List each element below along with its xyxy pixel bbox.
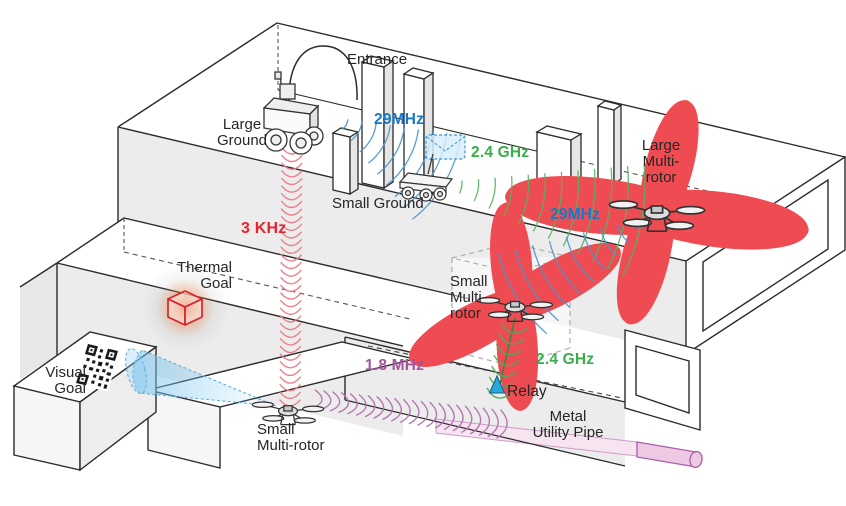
freq-24ghz-top-label: 2.4 GHz (471, 144, 530, 161)
pillar (596, 100, 623, 186)
qr-code (73, 341, 121, 392)
small-multirotor-mid-label: Small Multi- rotor (450, 273, 488, 322)
relay-label: Relay (507, 383, 547, 400)
small-ground-label: Small Ground (332, 195, 424, 212)
relay-marker (488, 374, 506, 394)
message-envelope-icon (425, 134, 466, 160)
freq-29mhz-drone-label: 29MHz (550, 206, 601, 223)
wave-29mhz-drone (498, 219, 641, 335)
entrance-label: Entrance (347, 51, 408, 68)
wall-slab-a (360, 55, 395, 190)
thermal-goal-marker (141, 264, 229, 352)
metal-utility-pipe-label: Metal Utility Pipe (532, 408, 604, 441)
camera-view-cone (125, 348, 277, 407)
large-multirotor-label: Large Multi- rotor (641, 137, 681, 186)
small-multirotor-bottom-label: Small Multi-rotor (257, 421, 325, 454)
freq-29mhz-top-label: 29MHz (374, 111, 425, 128)
visual-goal-label: Visual Goal (45, 364, 86, 397)
thermal-goal-label: Thermal Goal (176, 259, 232, 292)
freq-18mhz-label: 1.8 MHz (365, 357, 425, 374)
entrance-arch (288, 45, 358, 109)
large-ground-robot (262, 71, 324, 155)
freq-3khz-label: 3 KHz (241, 220, 287, 237)
large-ground-label: Large Ground (216, 116, 268, 149)
metal-utility-pipe (636, 441, 703, 469)
wall-slab-small (331, 127, 360, 196)
small-ground-robot (398, 153, 454, 202)
wave-24ghz-top (458, 164, 646, 277)
freq-24ghz-relay-label: 2.4 GHz (536, 351, 595, 368)
relay-link-line (498, 317, 516, 390)
